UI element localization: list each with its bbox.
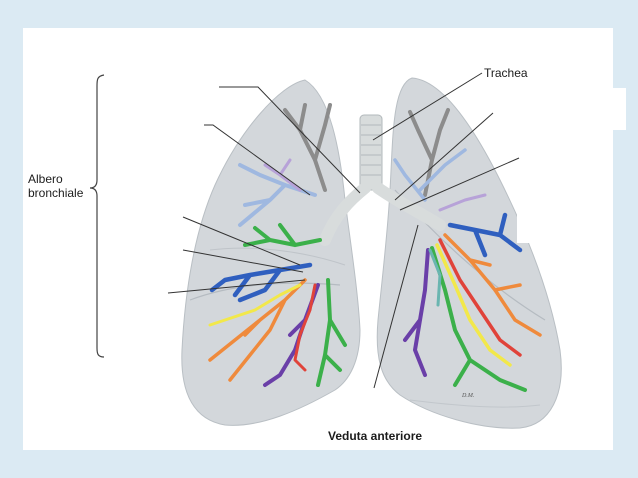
artist-signature: D.M. <box>462 393 475 399</box>
label-mask <box>505 88 626 130</box>
leader-lines <box>167 72 520 389</box>
caption-label: Veduta anteriore <box>328 429 423 443</box>
label-mask <box>517 197 613 243</box>
group-bracket <box>89 74 105 358</box>
left-lung <box>376 77 562 429</box>
trachea-label: Trachea <box>484 66 528 80</box>
left-bronchial-tree <box>393 108 542 392</box>
right-bronchial-tree <box>208 103 347 387</box>
trachea <box>319 114 446 246</box>
albero-bronchiale-label: Albero bronchiale <box>28 172 84 200</box>
